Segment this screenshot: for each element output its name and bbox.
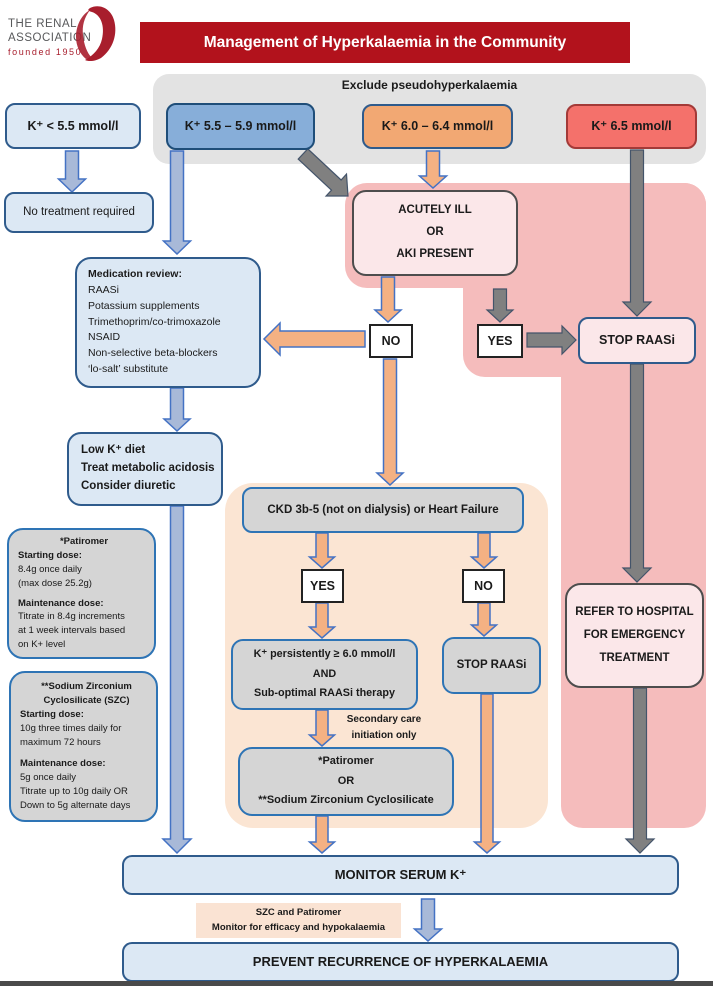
logo-swirl-tail: [76, 10, 92, 59]
text-line: TREATMENT: [599, 652, 670, 664]
logo-swirl-shape: [85, 6, 116, 62]
arrow-no-to-ckd: [375, 358, 405, 487]
pink-panel-right-column: [561, 183, 706, 828]
text-line: REFER TO HOSPITAL: [575, 606, 694, 618]
acute-no-box: NO: [369, 324, 413, 358]
text-line: at 1 week intervals based: [18, 625, 126, 637]
ckd-heart-failure-box: CKD 3b-5 (not on dialysis) or Heart Fail…: [242, 487, 524, 533]
prevent-recurrence-box: PREVENT RECURRENCE OF HYPERKALAEMIA: [122, 942, 679, 982]
text-line: RAASi: [88, 284, 119, 297]
logo-line2: ASSOCIATION: [8, 31, 92, 44]
text-line: SZC and Patiromer: [255, 907, 342, 919]
refer-to-hospital-box: REFER TO HOSPITAL FOR EMERGENCY TREATMENT: [565, 583, 704, 688]
renal-association-logo-mark: [76, 6, 116, 62]
monitor-serum-k-box: MONITOR SERUM K⁺: [122, 855, 679, 895]
text-line: Starting dose:: [18, 550, 82, 562]
text-line: Down to 5g alternate days: [20, 799, 131, 811]
text-line: Medication review:: [88, 268, 182, 281]
page-bottom-edge: [0, 981, 713, 986]
text-line: initiation only: [351, 729, 417, 741]
k-6-5-box: K⁺ 6.5 mmol/l: [566, 104, 697, 149]
text-line: Titrate up to 10g daily OR: [20, 785, 128, 797]
arrow-k5559-down: [161, 150, 193, 256]
text-line: Cyclosilicate (SZC): [43, 695, 130, 707]
text-line: *Patiromer: [59, 536, 109, 548]
text-line: ACUTELY ILL: [398, 204, 472, 217]
arrow-k55-down: [56, 150, 88, 194]
arrow-monitor-to-prevent: [412, 898, 444, 943]
acute-yes-box: YES: [477, 324, 523, 358]
text-line: *Patiromer: [318, 754, 374, 767]
ckd-no-box: NO: [462, 569, 505, 603]
page-title: Management of Hyperkalaemia in the Commu…: [203, 33, 567, 51]
ckd-yes-box: YES: [301, 569, 344, 603]
text-line: ‘lo-salt’ substitute: [88, 362, 169, 375]
text-line: **Sodium Zirconium Cyclosilicate: [258, 794, 434, 807]
text-line: Monitor for efficacy and hypokalaemia: [211, 921, 386, 933]
k-6-0-to-6-4-box: K⁺ 6.0 – 6.4 mmol/l: [362, 104, 513, 149]
stop-raasi-mid-box: STOP RAASi: [442, 637, 541, 694]
acutely-ill-or-aki-box: ACUTELY ILL OR AKI PRESENT: [352, 190, 518, 276]
text-line: Titrate in 8.4g increments: [18, 611, 125, 623]
text-line: AND: [312, 667, 337, 680]
secondary-care-initiation-label: Secondary care initiation only: [338, 712, 430, 743]
text-line: Trimethoprim/co-trimoxazole: [88, 315, 221, 328]
text-line: K⁺ persistently ≥ 6.0 mmol/l: [253, 648, 396, 661]
text-line: NSAID: [88, 331, 121, 344]
text-line: FOR EMERGENCY: [583, 629, 686, 641]
text-line: (max dose 25.2g): [18, 577, 92, 589]
text-line: 10g three times daily for: [20, 723, 122, 735]
logo-tagline: founded 1950: [8, 47, 83, 58]
text-line: Secondary care: [346, 714, 422, 725]
text-line: Maintenance dose:: [18, 597, 104, 609]
text-line: Treat metabolic acidosis: [81, 462, 215, 475]
text-line: 5g once daily: [20, 771, 76, 783]
text-line: Starting dose:: [20, 709, 84, 721]
text-line: on K+ level: [18, 638, 66, 650]
text-line: **Sodium Zirconium: [41, 681, 132, 693]
renal-association-logo: THE RENAL ASSOCIATION founded 1950: [8, 18, 91, 58]
k-5-5-to-5-9-box: K⁺ 5.5 – 5.9 mmol/l: [166, 103, 315, 150]
text-line: Sub-optimal RAASi therapy: [254, 687, 395, 700]
page-title-banner: Management of Hyperkalaemia in the Commu…: [140, 22, 630, 63]
no-treatment-box: No treatment required: [4, 192, 154, 233]
text-line: Potassium supplements: [88, 299, 200, 312]
text-line: OR: [337, 774, 355, 787]
k-below-5-5-box: K⁺ < 5.5 mmol/l: [5, 103, 141, 149]
text-line: maximum 72 hours: [20, 737, 101, 749]
stop-raasi-acute-box: STOP RAASi: [578, 317, 696, 364]
arrow-medreview-to-lowk: [162, 387, 192, 433]
logo-line1: THE RENAL: [8, 18, 78, 30]
text-line: Consider diuretic: [81, 479, 176, 492]
text-line: Low K⁺ diet: [81, 444, 146, 457]
text-line: 8.4g once daily: [18, 563, 82, 575]
arrow-lowk-to-monitor: [161, 505, 193, 855]
text-line: OR: [426, 226, 444, 239]
arrow-no-to-medreview: [262, 321, 366, 357]
text-line: Non-selective beta-blockers: [88, 347, 218, 360]
exclude-pseudohyperkalaemia-label: Exclude pseudohyperkalaemia: [341, 78, 518, 92]
text-line: AKI PRESENT: [396, 247, 474, 260]
text-line: Maintenance dose:: [20, 757, 106, 769]
